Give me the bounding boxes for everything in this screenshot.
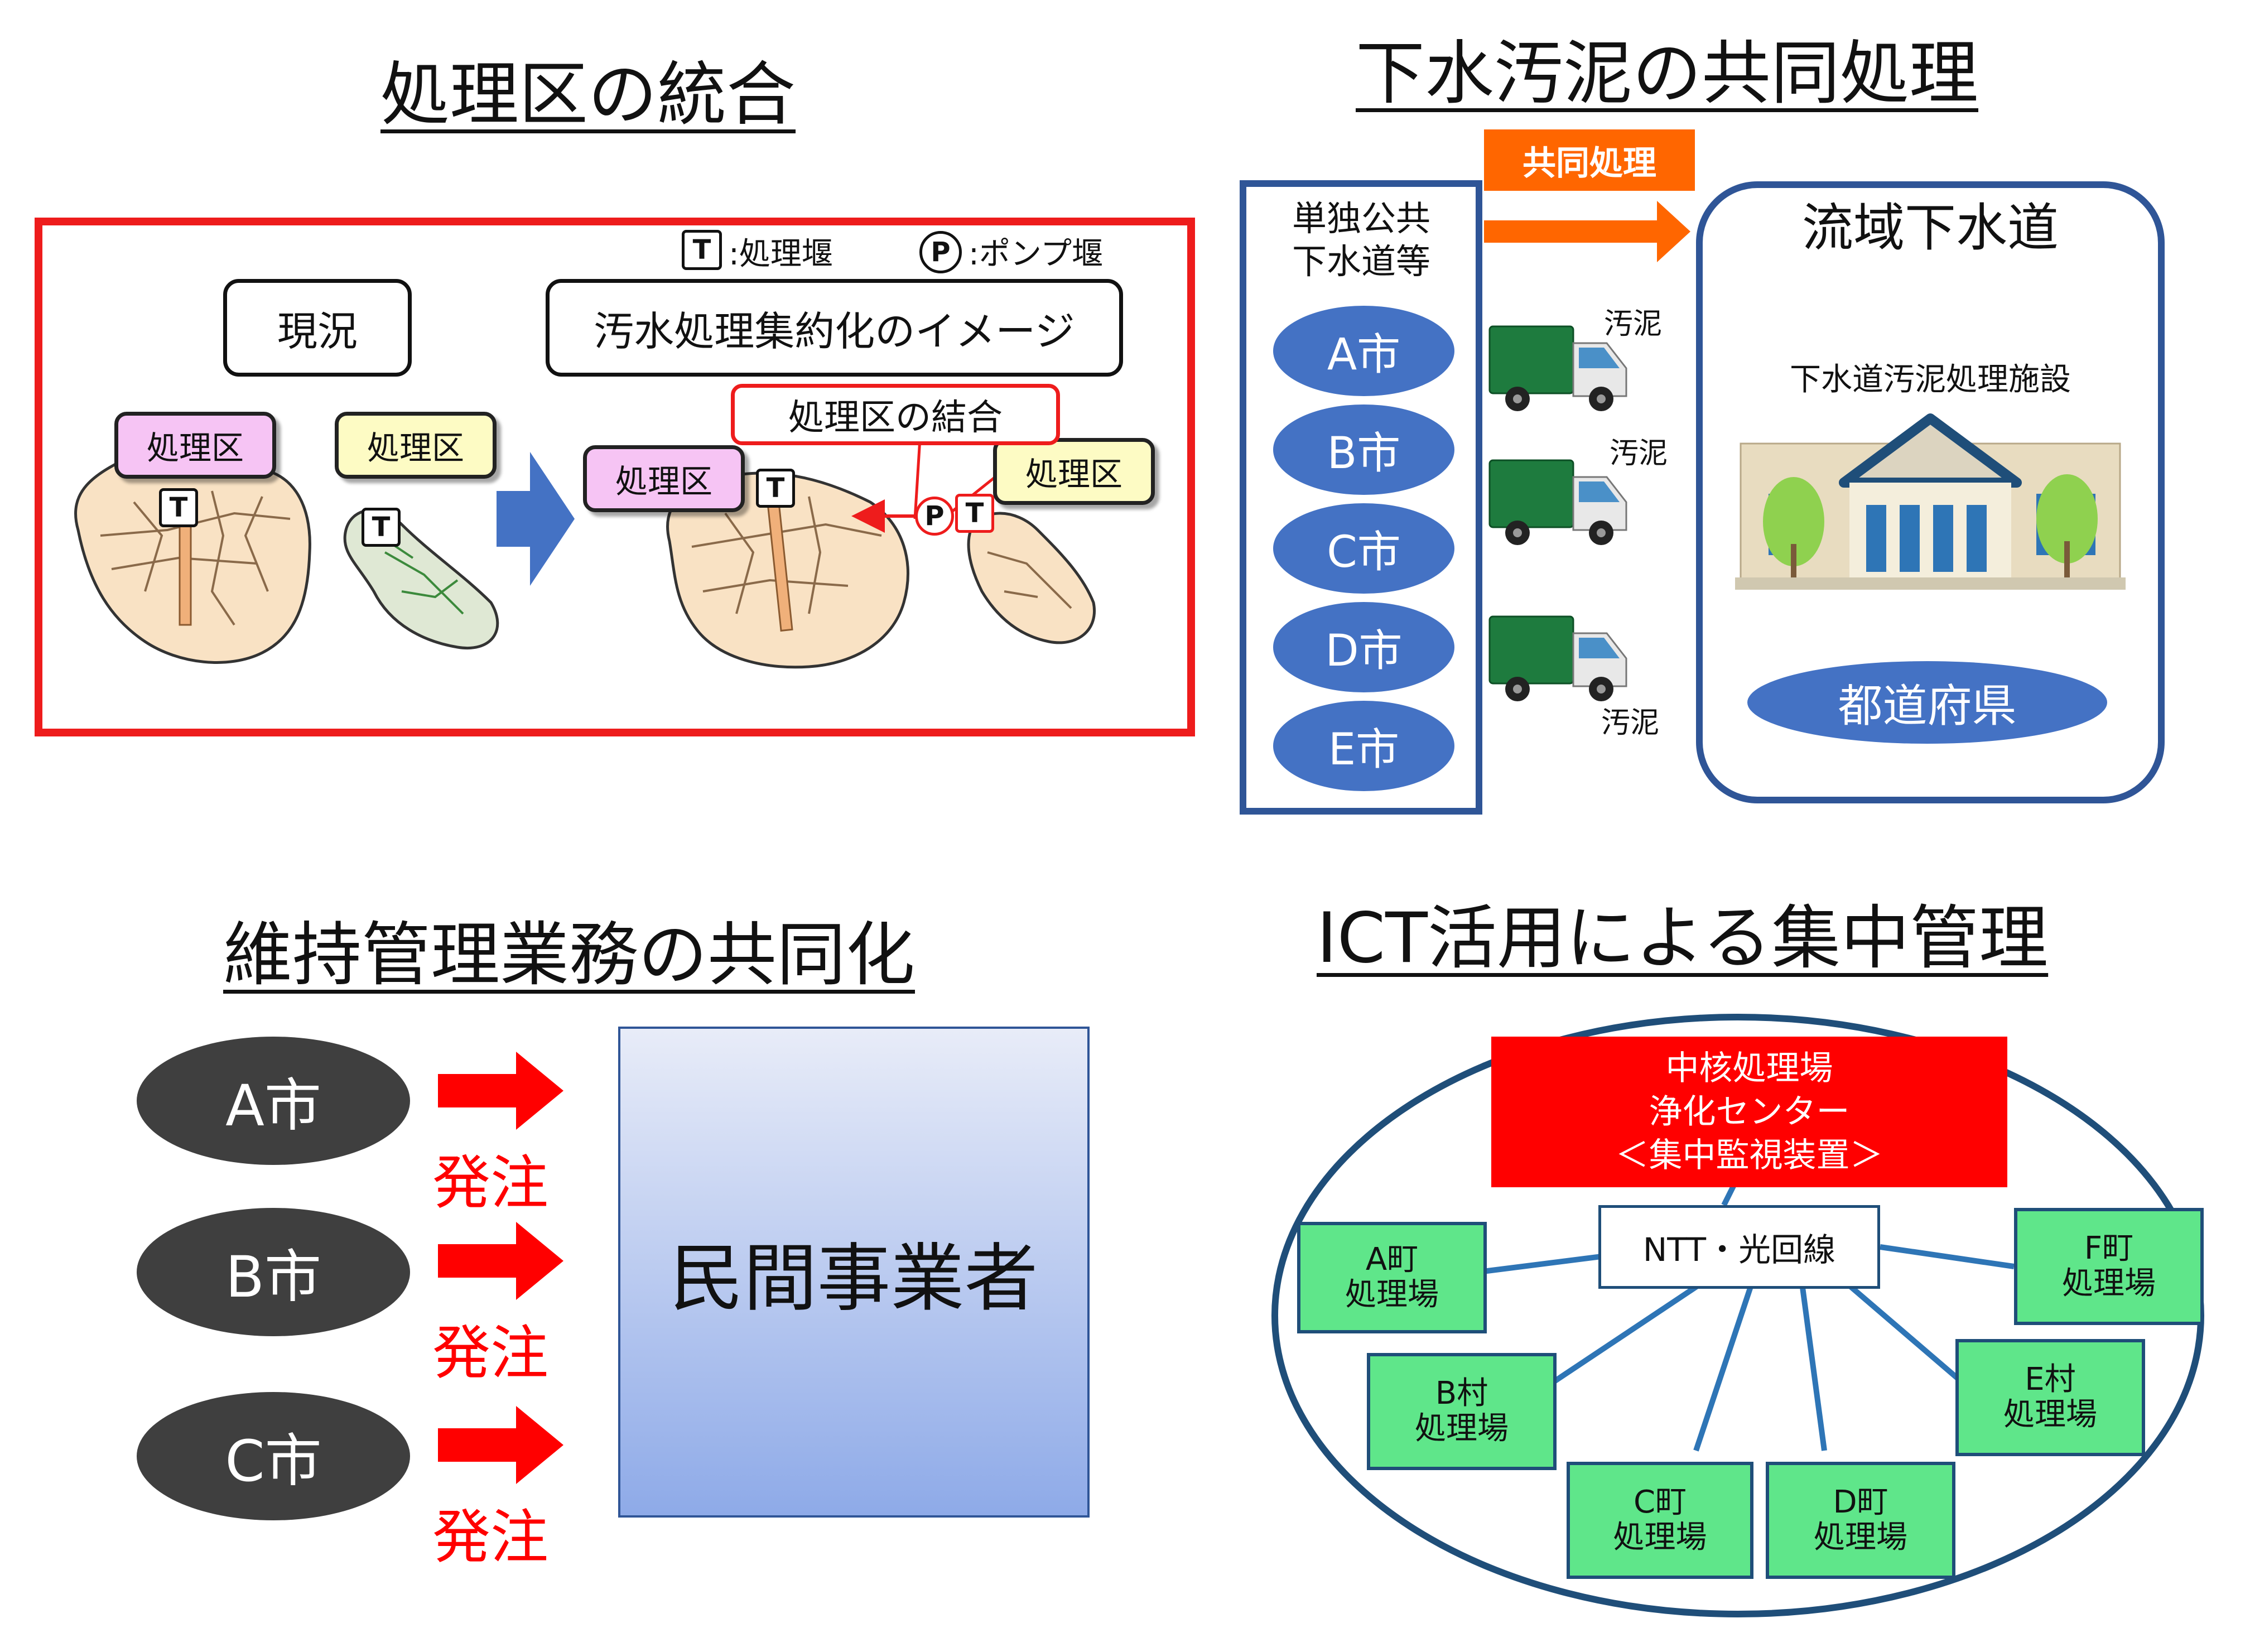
- order-arrow-icon: [438, 1406, 563, 1484]
- plant-f-town: F町 処理場: [2014, 1208, 2204, 1325]
- order-label: 発注: [432, 1149, 549, 1217]
- plant-c-town: C町 処理場: [1567, 1462, 1753, 1579]
- legend-t-text: :処理堰: [729, 236, 833, 272]
- plant-name: A町: [1365, 1241, 1419, 1278]
- weir-t-marker: T: [756, 469, 795, 508]
- current-state-box: 現況: [223, 279, 412, 377]
- plant-sub: 処理場: [2003, 1396, 2097, 1433]
- pump-p-marker: P: [915, 497, 954, 536]
- panel2-heading: 下水汚泥の共同処理: [1356, 33, 1979, 114]
- zone-label-current-a: 処理区: [114, 412, 276, 479]
- panel1-frame: [35, 218, 1195, 736]
- zone-label-merged-b: 処理区: [993, 438, 1155, 505]
- plant-a-town: A町 処理場: [1297, 1222, 1487, 1333]
- city-oval-c: C市: [1273, 503, 1454, 594]
- sludge-truck-icon: [1488, 615, 1627, 701]
- city-oval-c: C市: [137, 1392, 410, 1520]
- order-label: 発注: [432, 1319, 549, 1387]
- plant-sub: 処理場: [1415, 1410, 1509, 1447]
- plant-sub: 処理場: [2062, 1265, 2156, 1302]
- city-oval-e: E市: [1273, 701, 1454, 791]
- treatment-facility-building: [1735, 413, 2126, 590]
- order-arrow-icon: [438, 1222, 563, 1300]
- plant-d-town: D町 処理場: [1766, 1462, 1955, 1579]
- city-oval-b: B市: [137, 1208, 410, 1336]
- plant-name: D町: [1833, 1484, 1888, 1521]
- panel3-heading: 維持管理業務の共同化: [223, 915, 916, 995]
- joint-processing-arrow: [1484, 201, 1690, 262]
- regional-sewerage-title: 流域下水道: [1801, 198, 2059, 258]
- center-line-1: 中核処理場: [1665, 1049, 1833, 1088]
- joint-processing-label: 共同処理: [1484, 129, 1695, 191]
- plant-e-village: E村 処理場: [1955, 1339, 2145, 1456]
- panel1-heading: 処理区の統合: [380, 55, 796, 135]
- service-area-terrain: [74, 428, 1096, 669]
- municipal-title: 単独公共 下水道等: [1292, 198, 1430, 282]
- center-line-2: 浄化センター: [1649, 1092, 1850, 1131]
- regional-sewerage-frame: [1696, 181, 2165, 803]
- central-monitoring-center: 中核処理場 浄化センター ＜集中監視装置＞: [1491, 1037, 2007, 1187]
- plant-name: B村: [1435, 1375, 1488, 1412]
- weir-t-marker-red: T: [955, 494, 994, 533]
- plant-sub: 処理場: [1814, 1519, 1907, 1555]
- consolidation-image-box: 汚水処理集約化のイメージ: [546, 279, 1123, 377]
- sludge-label: 汚泥: [1610, 437, 1668, 470]
- merge-callout: 処理区の結合: [731, 384, 1060, 445]
- plant-name: C町: [1633, 1484, 1687, 1521]
- sludge-label: 汚泥: [1604, 307, 1663, 341]
- legend-p-marker: P: [919, 231, 962, 273]
- plant-b-village: B村 処理場: [1367, 1353, 1557, 1470]
- panel4-heading: ICT活用による集中管理: [1317, 898, 2049, 979]
- city-oval-d: D市: [1273, 602, 1454, 692]
- order-label: 発注: [432, 1503, 549, 1571]
- order-arrow-icon: [438, 1052, 563, 1130]
- weir-t-marker: T: [159, 488, 198, 527]
- center-line-3: ＜集中監視装置＞: [1615, 1136, 1883, 1175]
- sludge-label: 汚泥: [1601, 706, 1660, 740]
- plant-sub: 処理場: [1613, 1519, 1707, 1555]
- network-label: NTT・光回線: [1598, 1205, 1880, 1289]
- legend-p-text: :ポンプ堰: [969, 236, 1104, 272]
- zone-label-current-b: 処理区: [335, 412, 497, 479]
- plant-sub: 処理場: [1345, 1277, 1439, 1313]
- plant-name: E村: [2025, 1361, 2076, 1398]
- plant-name: F町: [2084, 1230, 2134, 1267]
- sludge-truck-icon: [1488, 325, 1627, 411]
- municipal-frame: [1240, 180, 1482, 815]
- city-oval-a: A市: [1273, 306, 1454, 396]
- facility-label: 下水道汚泥処理施設: [1790, 361, 2071, 398]
- prefecture-oval: 都道府県: [1747, 661, 2107, 744]
- zone-label-merged-a: 処理区: [583, 445, 745, 512]
- city-oval-a: A市: [137, 1037, 410, 1165]
- private-contractor-box: 民間事業者: [618, 1027, 1090, 1518]
- legend-t-marker: T: [682, 230, 722, 270]
- weir-t-marker: T: [362, 508, 401, 547]
- sludge-truck-icon: [1488, 459, 1627, 545]
- city-oval-b: B市: [1273, 404, 1454, 495]
